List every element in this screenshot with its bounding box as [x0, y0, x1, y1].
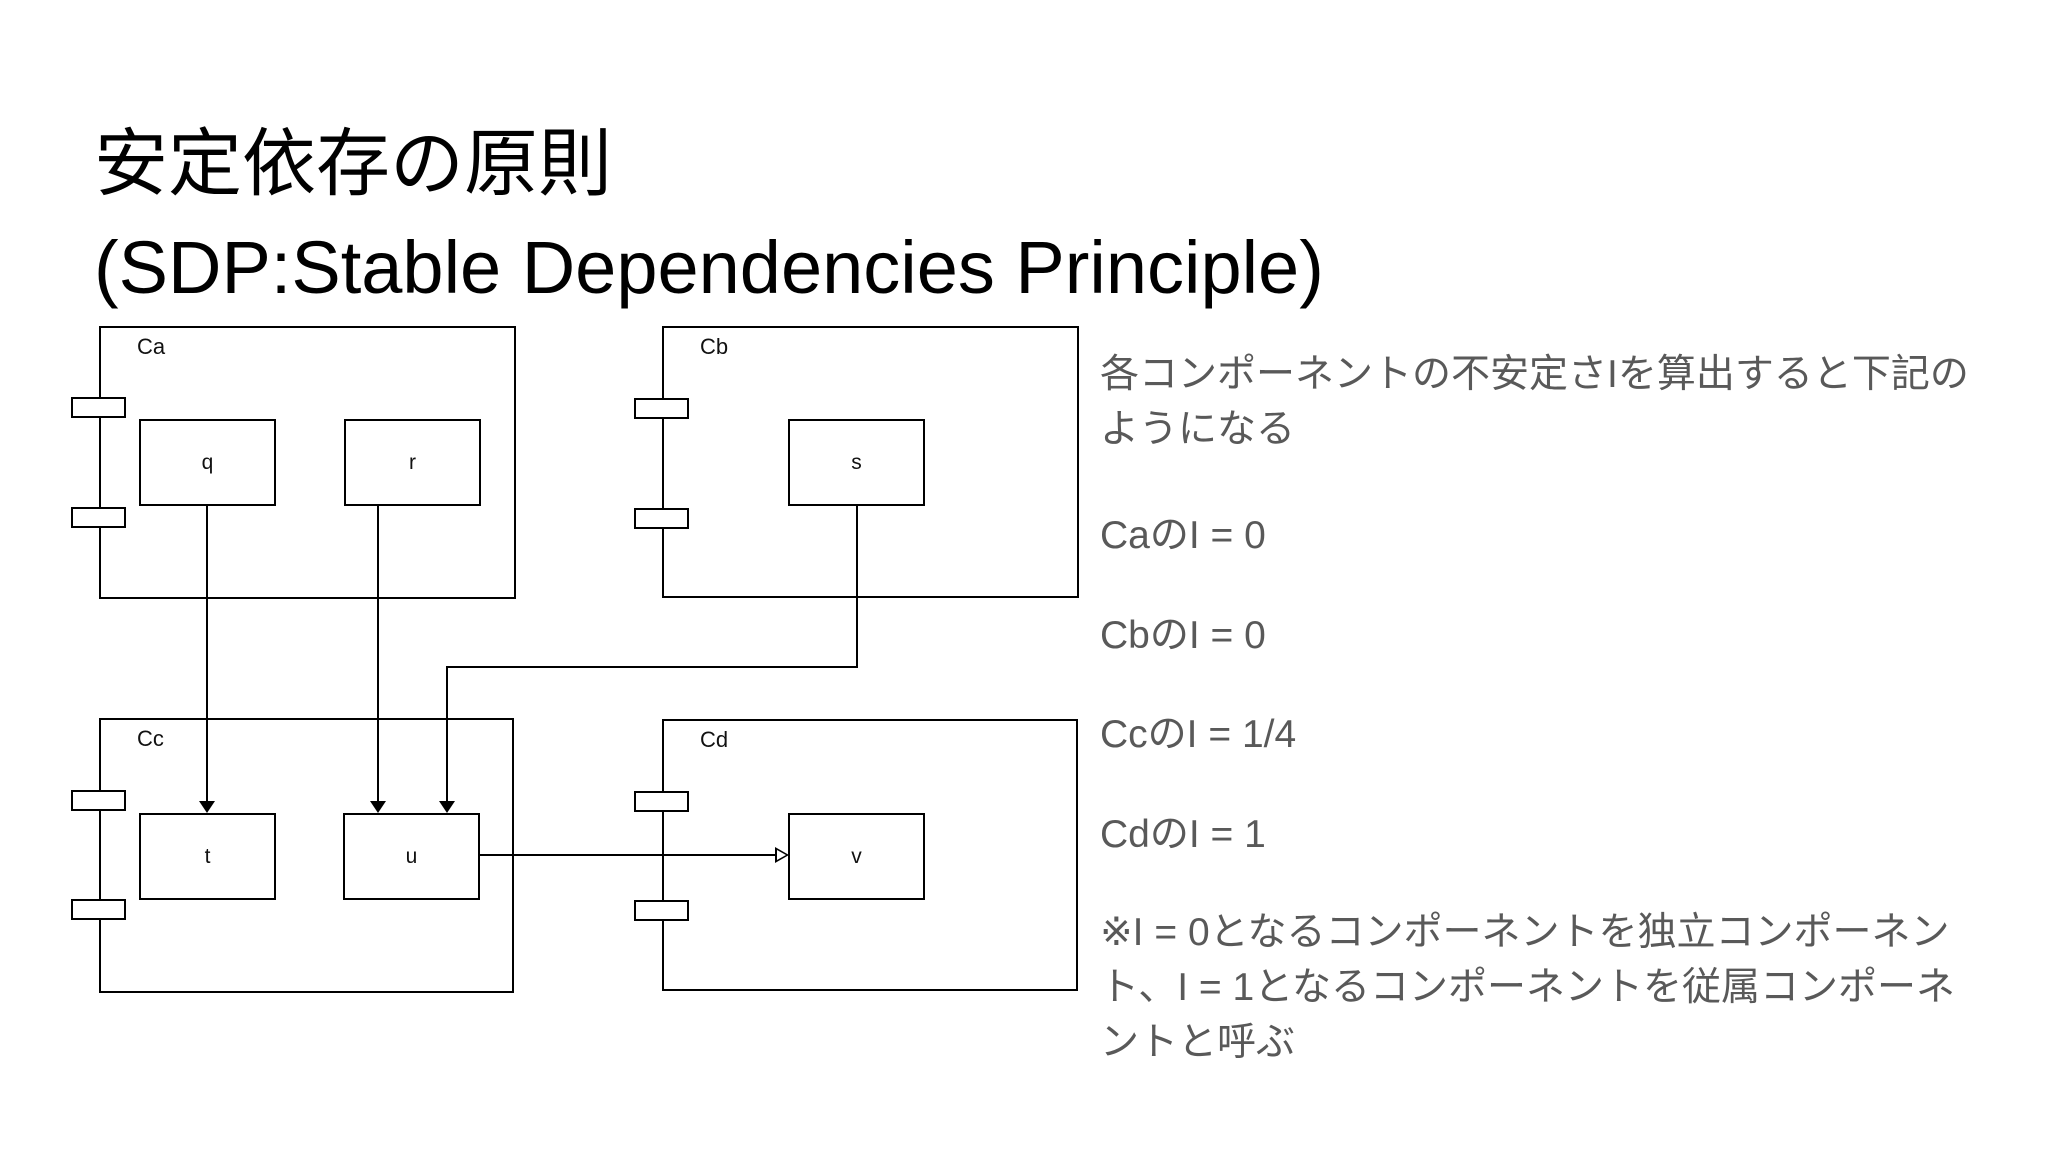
instability-intro-line-2: ようになる — [1100, 408, 1296, 451]
instability-value-cd: CdのI = 1 — [1100, 813, 1266, 856]
arrowhead-s-u-icon — [439, 801, 455, 813]
title-line-2: (SDP:Stable Dependencies Principle) — [94, 226, 1324, 309]
connector-q-t — [206, 506, 208, 802]
instability-value-cc: CcのI = 1/4 — [1100, 713, 1297, 756]
slide-title: 安定依存の原則 (SDP:Stable Dependencies Princip… — [94, 112, 1324, 320]
port-cc-top — [71, 790, 126, 811]
node-r: r — [344, 419, 481, 506]
instability-intro: 各コンポーネントの不安定さIを算出すると下記の ようになる — [1100, 347, 1969, 457]
connector-s-u-segment-1 — [856, 506, 858, 668]
instability-note: ※I = 0となるコンポーネントを独立コンポーネン ト、I = 1となるコンポー… — [1100, 905, 1955, 1070]
node-s-label: s — [851, 450, 862, 474]
instability-note-line-3: ントと呼ぶ — [1100, 1021, 1296, 1064]
port-cb-bottom — [634, 508, 689, 529]
instability-note-line-2: ト、I = 1となるコンポーネントを従属コンポーネ — [1100, 966, 1956, 1009]
node-q: q — [139, 419, 276, 506]
arrowhead-q-t-icon — [199, 801, 215, 813]
node-t: t — [139, 813, 276, 900]
connector-r-u — [377, 505, 379, 802]
port-cd-top — [634, 791, 689, 812]
port-cc-bottom — [71, 899, 126, 920]
title-line-1: 安定依存の原則 — [94, 122, 612, 205]
port-cb-top — [634, 398, 689, 419]
component-label-cb: Cb — [700, 334, 729, 359]
port-ca-bottom — [71, 507, 126, 528]
port-cd-bottom — [634, 900, 689, 921]
connector-s-u-segment-2 — [446, 666, 858, 668]
node-s: s — [788, 419, 925, 506]
component-label-cd: Cd — [700, 727, 729, 752]
node-u-label: u — [405, 844, 418, 868]
instability-value-ca: CaのI = 0 — [1100, 514, 1266, 557]
node-r-label: r — [409, 450, 416, 474]
open-arrowhead-u-v-fill — [777, 850, 786, 860]
connector-s-u-segment-3 — [446, 668, 448, 802]
node-u: u — [343, 813, 480, 900]
node-v-label: v — [851, 844, 862, 868]
component-label-ca: Ca — [137, 334, 166, 359]
port-ca-top — [71, 397, 126, 418]
instability-value-cb: CbのI = 0 — [1100, 614, 1266, 657]
instability-note-line-1: ※I = 0となるコンポーネントを独立コンポーネン — [1100, 911, 1950, 954]
node-q-label: q — [201, 450, 214, 474]
arrowhead-r-u-icon — [370, 801, 386, 813]
node-v: v — [788, 813, 925, 900]
connector-u-v — [480, 854, 776, 856]
component-label-cc: Cc — [137, 726, 164, 751]
instability-intro-line-1: 各コンポーネントの不安定さIを算出すると下記の — [1100, 353, 1969, 396]
node-t-label: t — [204, 844, 211, 868]
